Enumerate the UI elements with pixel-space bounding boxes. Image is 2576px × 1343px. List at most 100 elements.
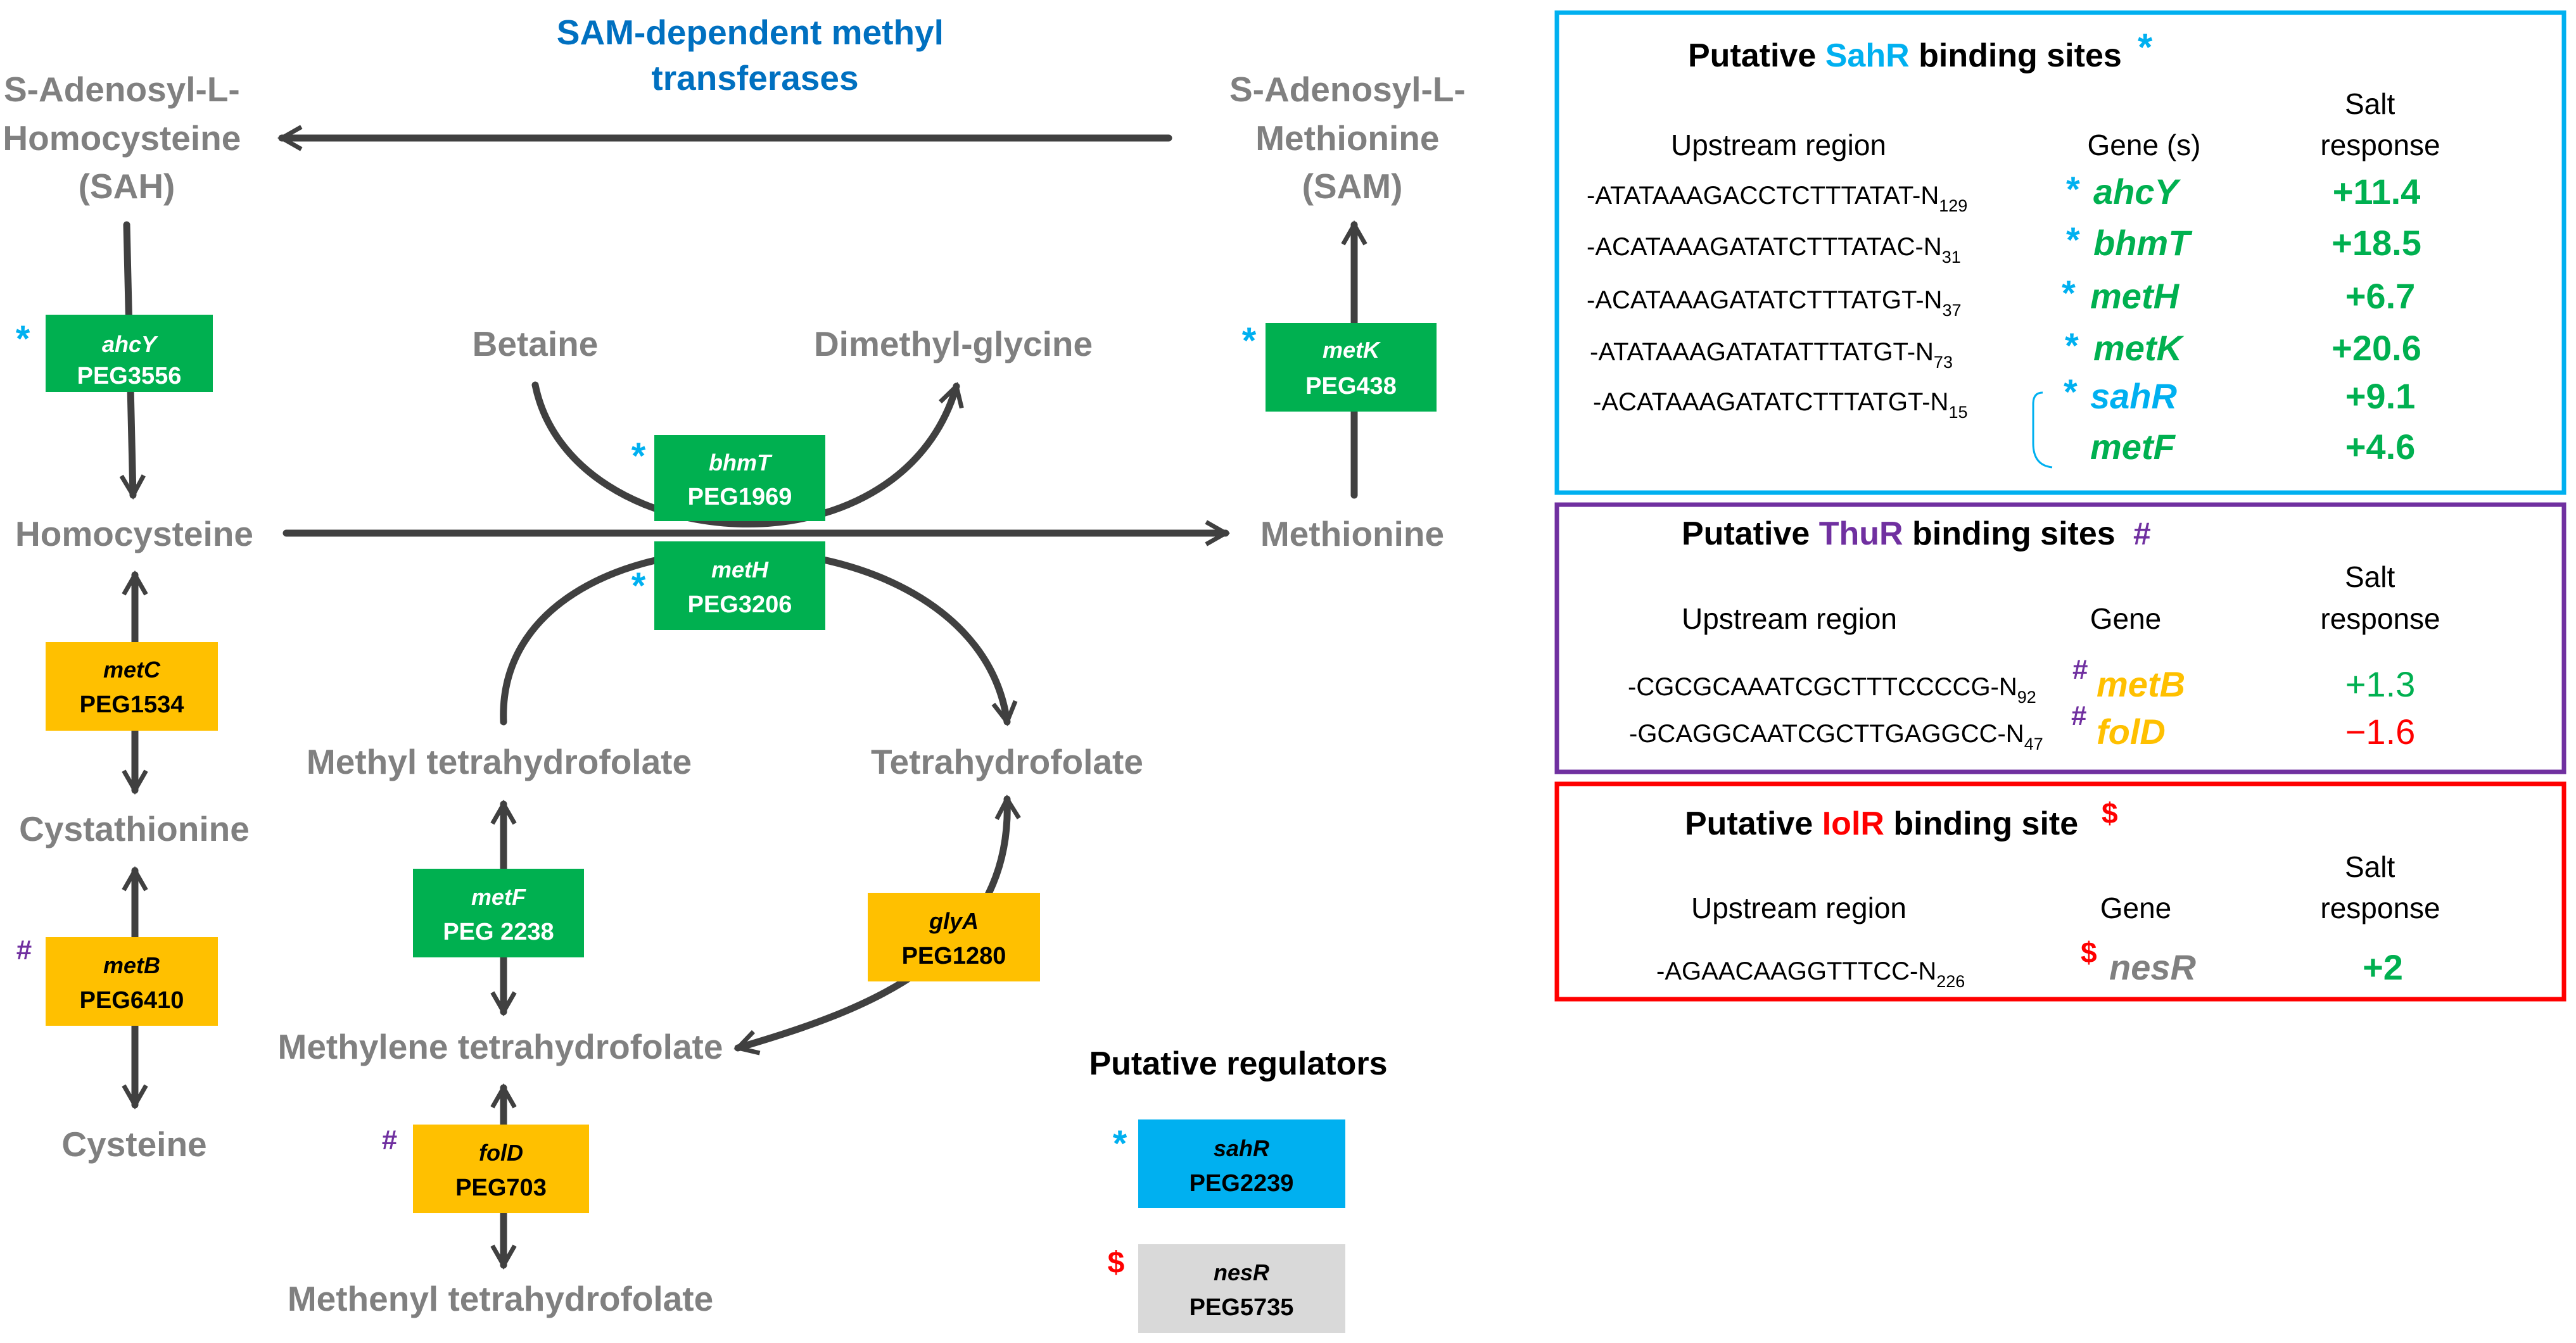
thur-gene-metb: metB <box>2097 664 2185 704</box>
gene-peg-fold: PEG703 <box>455 1175 547 1201</box>
sahr-col-salt: Salt response <box>2320 87 2440 161</box>
gene-box-metf <box>413 869 584 957</box>
gene-peg-metc: PEG1534 <box>80 691 184 718</box>
gene-box-glya <box>868 893 1040 981</box>
mark-fold: # <box>382 1125 397 1156</box>
iolr-gene-nesr: nesR <box>2109 947 2196 987</box>
thur-col-upstream: Upstream region <box>1682 602 1897 635</box>
regulator-name-nesr: nesR <box>1214 1259 1269 1285</box>
sahr-seq-meth: -ACATAAAGATATCTTTATGT-N37 <box>1587 286 1962 320</box>
sahr-operon-brace <box>2032 391 2053 469</box>
sahr-gene-metk: metK <box>2093 328 2185 368</box>
sahr-mark-metk: * <box>2065 325 2079 365</box>
gene-peg-metk: PEG438 <box>1305 373 1397 400</box>
sah-label: S-Adenosyl-L- Homocysteine (SAH) <box>3 70 250 206</box>
gene-name-glya: glyA <box>929 908 979 934</box>
sahr-gene-marks: * * * * * <box>2062 169 2080 412</box>
methylthf-label: Methyl tetrahydrofolate <box>307 742 692 781</box>
mark-ahcy: * <box>16 318 30 360</box>
gene-name-metc: metC <box>103 657 161 683</box>
gene-name-bhmt: bhmT <box>709 450 773 476</box>
gene-peg-bhmt: PEG1969 <box>688 484 792 510</box>
methyltransferase-label: SAM-dependent methyl transferases <box>557 13 953 98</box>
gene-name-ahcy: ahcY <box>102 331 158 357</box>
thur-col-gene: Gene <box>2090 602 2162 635</box>
regulator-peg-sahr: PEG2239 <box>1190 1170 1294 1197</box>
gene-name-metf: metF <box>471 884 526 910</box>
sahr-mark-sahr: * <box>2064 372 2078 412</box>
sahr-gene-sahr: sahR <box>2090 376 2177 416</box>
sahr-col-upstream: Upstream region <box>1671 129 1886 161</box>
sahr-response-metk: +20.6 <box>2332 328 2421 368</box>
methylenethf-label: Methylene tetrahydrofolate <box>278 1027 723 1066</box>
pathway-arrows <box>119 125 1367 1270</box>
sahr-response-bhmt: +18.5 <box>2332 223 2421 263</box>
sahr-gene-metf: metF <box>2090 427 2176 467</box>
sahr-mark-ahcy: * <box>2066 169 2080 209</box>
gene-boxes: ahcY PEG3556 * metK PEG438 * bhmT PEG196… <box>16 315 1437 1213</box>
mark-metb: # <box>16 935 32 966</box>
dimethylglycine-label: Dimethyl-glycine <box>814 324 1093 363</box>
thur-panel-title: Putative ThuR binding sites <box>1682 515 2116 552</box>
mark-nesr-regulator: $ <box>1108 1246 1125 1280</box>
iolr-seq-nesr: -AGAACAAGGTTTCC-N226 <box>1656 957 1965 991</box>
gene-name-meth: metH <box>711 557 769 583</box>
sahr-title-mark: * <box>2138 26 2153 68</box>
thur-rows: -CGCGCAAATCGCTTTCCCCG-N92 -GCAGGCAATCGCT… <box>1628 673 2043 753</box>
iolr-col-salt: Salt response <box>2320 850 2440 924</box>
sahr-seq-bhmt: -ACATAAAGATATCTTTATAC-N31 <box>1587 233 1961 267</box>
gene-peg-metb: PEG6410 <box>80 987 184 1014</box>
sahr-response-sahr: +9.1 <box>2345 376 2416 416</box>
mark-meth: * <box>631 565 646 607</box>
gene-peg-metf: PEG 2238 <box>443 919 554 945</box>
sahr-col-gene: Gene (s) <box>2088 129 2201 161</box>
thur-seq-fold: -GCAGGCAATCGCTTGAGGCC-N47 <box>1629 720 2043 753</box>
regulator-name-sahr: sahR <box>1214 1135 1269 1161</box>
cystathionine-label: Cystathionine <box>19 809 250 848</box>
thur-mark-fold: # <box>2071 700 2086 731</box>
iolr-panel-border <box>1554 781 2566 1002</box>
thf-label: Tetrahydrofolate <box>871 742 1143 781</box>
sahr-seq-ahcy: -ATATAAAGACCTCTTTATAT-N129 <box>1587 182 1967 215</box>
iolr-panel-title: Putative IolR binding site <box>1685 805 2078 842</box>
sahr-response-ahcy: +11.4 <box>2333 172 2421 211</box>
iolr-title-mark: $ <box>2102 797 2118 829</box>
regulator-box-sahr <box>1138 1119 1345 1208</box>
regulator-box-nesr <box>1138 1244 1345 1333</box>
gene-box-meth <box>654 541 825 630</box>
sahr-panel-border <box>1554 10 2566 495</box>
sahr-gene-meth: metH <box>2090 276 2180 316</box>
iolr-panel: Putative IolR binding site $ Upstream re… <box>1554 781 2566 1002</box>
thur-title-mark: # <box>2133 516 2151 552</box>
methenylthf-label: Methenyl tetrahydrofolate <box>288 1279 713 1318</box>
gene-peg-ahcy: PEG3556 <box>77 363 182 389</box>
gene-name-metk: metK <box>1323 337 1381 363</box>
thur-response-fold: −1.6 <box>2345 712 2416 752</box>
mark-metk: * <box>1242 320 1257 362</box>
thur-panel: Putative ThuR binding sites # Upstream r… <box>1554 502 2566 774</box>
gene-box-metk <box>1266 323 1437 412</box>
gene-name-metb: metB <box>103 952 160 978</box>
sahr-seq-metk: -ATATAAAGATATATTTATGT-N73 <box>1590 338 1953 372</box>
iolr-col-upstream: Upstream region <box>1691 892 1907 924</box>
sahr-panel-title: Putative SahR binding sites <box>1688 37 2122 74</box>
sahr-response-metf: +4.6 <box>2345 427 2416 467</box>
sahr-mark-meth: * <box>2062 273 2076 313</box>
thur-panel-border <box>1554 502 2566 774</box>
betaine-label: Betaine <box>473 324 599 363</box>
sahr-responses: +11.4 +18.5 +6.7 +20.6 +9.1 +4.6 <box>2332 172 2421 467</box>
thur-response-metb: +1.3 <box>2345 664 2416 704</box>
mark-bhmt: * <box>631 436 646 477</box>
thur-col-salt: Salt response <box>2320 560 2440 635</box>
gene-peg-meth: PEG3206 <box>688 591 792 618</box>
sahr-gene-bhmt: bhmT <box>2093 223 2193 263</box>
gene-box-metb <box>46 937 218 1026</box>
methionine-label: Methionine <box>1260 514 1444 553</box>
metabolites: SAM-dependent methyl transferases S-Aden… <box>3 13 1475 1318</box>
gene-name-fold: folD <box>479 1140 523 1166</box>
gene-box-metc <box>46 642 218 731</box>
cysteine-label: Cysteine <box>61 1125 206 1164</box>
thur-mark-metb: # <box>2072 654 2088 685</box>
sam-label: S-Adenosyl-L- Methionine (SAM) <box>1229 70 1475 206</box>
